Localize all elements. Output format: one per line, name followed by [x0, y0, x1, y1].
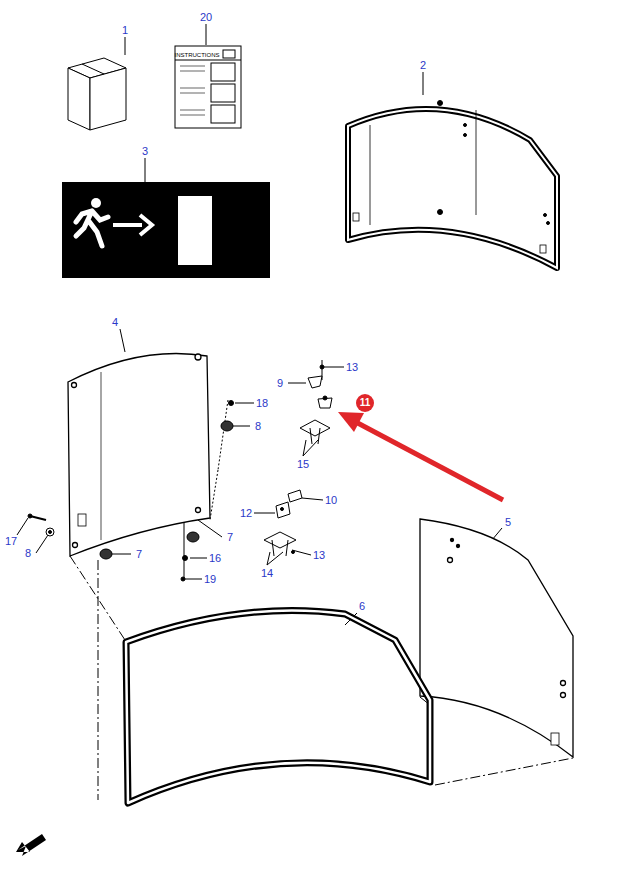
callout-number: 8: [255, 420, 261, 433]
callout-number: 3: [142, 145, 148, 158]
callout-number: 10: [325, 494, 337, 507]
callout-number: 16: [209, 552, 221, 565]
callout-number: 17: [5, 535, 17, 548]
callout-number: 7: [227, 531, 233, 544]
callout-number: 20: [200, 11, 212, 24]
sheet-heading: INSTRUCTIONS: [175, 52, 220, 59]
callout-number: 14: [261, 567, 273, 580]
callout-number: 1: [122, 24, 128, 37]
callout-number: 7: [136, 548, 142, 561]
callout-number: 4: [112, 316, 118, 329]
callout-number: 18: [256, 397, 268, 410]
callout-number: 5: [505, 516, 511, 529]
callout-number: 11: [356, 394, 374, 412]
callout-number: 13: [346, 361, 358, 374]
callout-number: 12: [240, 507, 252, 520]
callout-number: 9: [277, 377, 283, 390]
callout-number: 15: [297, 458, 309, 471]
callout-number: 6: [359, 600, 365, 613]
callout-number: 8: [25, 547, 31, 560]
callout-number: 2: [420, 59, 426, 72]
callout-number: 19: [204, 573, 216, 586]
callout-number: 13: [313, 549, 325, 562]
